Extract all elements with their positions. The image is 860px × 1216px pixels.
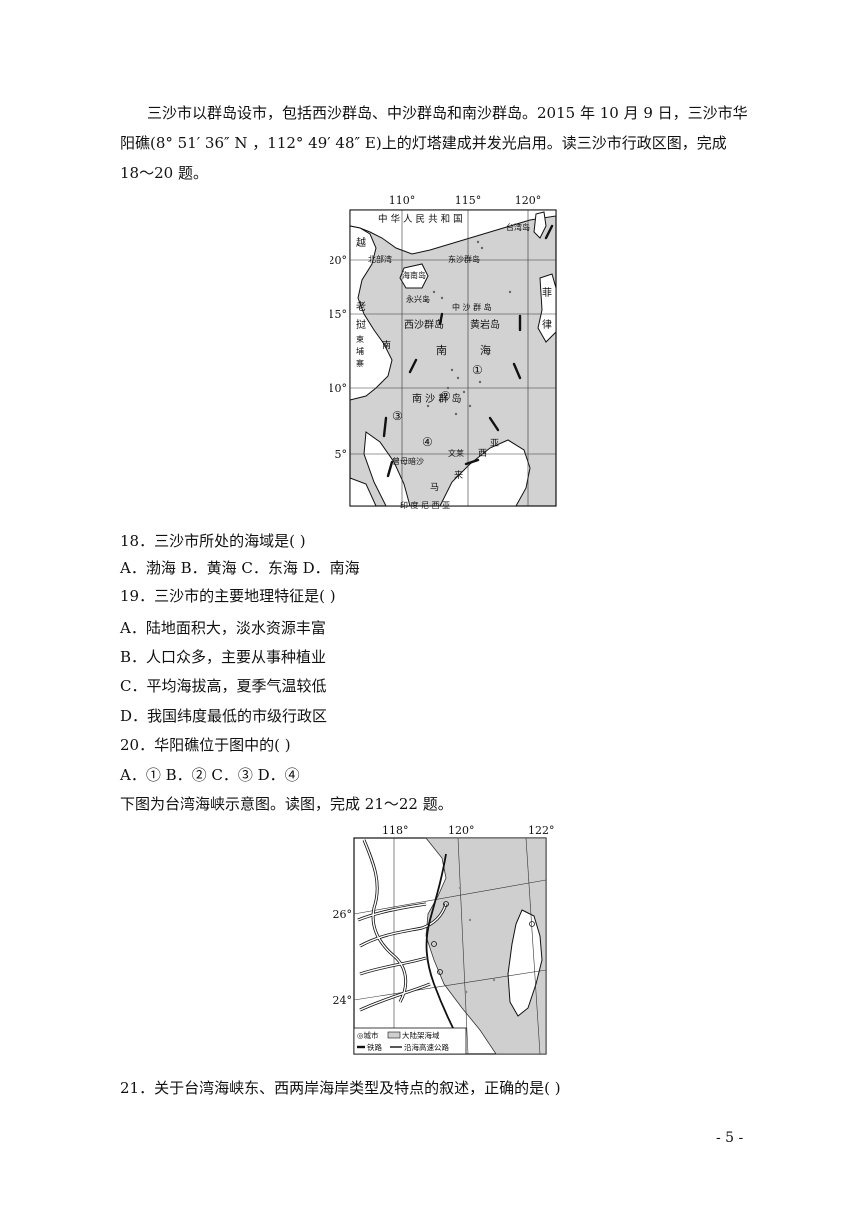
page-number: - 5 - [716, 1130, 744, 1146]
lat-label-5: 5° [335, 448, 348, 461]
label-hai-big: 海 [480, 343, 491, 357]
label-nan-big: 南 [436, 344, 447, 357]
label-beibuwan: 北部湾 [368, 254, 392, 264]
q19-option-b: B．人口众多，主要从事种植业 [120, 648, 327, 666]
lon-label-115: 115° [455, 194, 482, 207]
label-jianpuzhai-1: 柬 [356, 335, 364, 344]
intro-line-3: 18～20 题。 [120, 164, 208, 182]
label-zengmu: 曾母暗沙 [392, 456, 424, 466]
label-yue: 越 [356, 236, 366, 249]
circle-label-2: ② [440, 389, 451, 403]
intro-line-1: 三沙市以群岛设市，包括西沙群岛、中沙群岛和南沙群岛。2015 年 10 月 9 … [147, 104, 748, 122]
label-yongxing: 永兴岛 [406, 294, 430, 304]
q20-stem: 20．华阳礁位于图中的( ) [120, 736, 291, 754]
lat-label-24: 24° [333, 994, 353, 1007]
label-ma: 马 [430, 482, 439, 493]
label-jianpuzhai-2: 埔 [356, 346, 364, 356]
label-wo: 挝 [356, 318, 366, 331]
label-taiwan: 台湾岛 [506, 222, 530, 232]
circle-label-1: ① [472, 363, 483, 377]
q19-option-a: A．陆地面积大，淡水资源丰富 [120, 619, 326, 637]
label-hainan: 海南岛 [402, 270, 426, 280]
q19-option-c: C．平均海拔高，夏季气温较低 [120, 677, 327, 695]
legend-rail: 铁路 [367, 1042, 382, 1052]
sansha-map: 110° 115° 120° 20° 15° 10° 5° 中 华 人 民 共 … [330, 194, 557, 510]
legend-shelf: 大陆架海域 [402, 1030, 440, 1040]
lat-label-26: 26° [333, 908, 353, 921]
q18-stem: 18．三沙市所处的海域是( ) [120, 532, 306, 550]
label-jianpuzhai-3: 寨 [356, 358, 364, 368]
circle-label-3: ③ [392, 409, 403, 423]
lon-label-118: 118° [382, 824, 409, 837]
map-legend: ◎城市 大陆架海域 铁路 沿海高速公路 [353, 1027, 467, 1055]
intro-2: 下图为台湾海峡示意图。读图，完成 21～22 题。 [120, 795, 453, 813]
label-fei: 菲 [542, 287, 552, 299]
label-nansha: 南 沙 群 岛 [412, 392, 462, 405]
legend-shelf-swatch [387, 1031, 401, 1039]
q18-options: A．渤海 B．黄海 C．东海 D．南海 [120, 559, 360, 577]
q21-stem: 21．关于台湾海峡东、西两岸海岸类型及特点的叙述，正确的是( ) [120, 1079, 561, 1097]
taiwan-strait-map: 118° 120° 122° 26° 24° ◎城市 大陆架海域 铁路 沿海高速… [333, 824, 555, 1055]
label-wenlai: 文莱 [448, 448, 464, 458]
lat-label-20: 20° [330, 254, 347, 267]
legend-highway: 沿海高速公路 [404, 1042, 449, 1052]
label-zhongsha: 中 沙 群 岛 [452, 302, 492, 312]
lat-label-10: 10° [330, 382, 347, 395]
lon-label-120: 120° [515, 194, 542, 207]
lon-label-122: 122° [528, 824, 555, 837]
legend-city: ◎城市 [357, 1030, 379, 1040]
q20-options: A．① B．② C．③ D．④ [120, 766, 300, 784]
q19-stem: 19．三沙市的主要地理特征是( ) [120, 587, 336, 605]
label-dongsha: 东沙群岛 [448, 254, 480, 264]
label-lao: 老 [356, 300, 366, 313]
label-nan-small: 南 [382, 339, 391, 351]
label-xisha: 西沙群岛 [404, 318, 444, 331]
q19-option-d: D．我国纬度最低的市级行政区 [120, 707, 328, 725]
intro-line-2: 阳礁(8° 51′ 36″ N ，112° 49′ 48″ E)上的灯塔建成并发… [120, 134, 727, 152]
lon-label-110: 110° [389, 194, 416, 207]
circle-label-4: ④ [422, 435, 433, 449]
label-indonesia: 印 度 尼 西 亚 [400, 500, 450, 510]
label-huangyan: 黄岩岛 [470, 318, 500, 331]
label-lv: 律 [542, 318, 552, 331]
label-china: 中 华 人 民 共 和 国 [378, 213, 463, 225]
lat-label-15: 15° [330, 308, 347, 321]
label-lai: 来 [454, 470, 463, 481]
label-xi: 西 [478, 448, 487, 459]
label-ya: 亚 [490, 438, 499, 449]
lon-label-120: 120° [448, 824, 475, 837]
